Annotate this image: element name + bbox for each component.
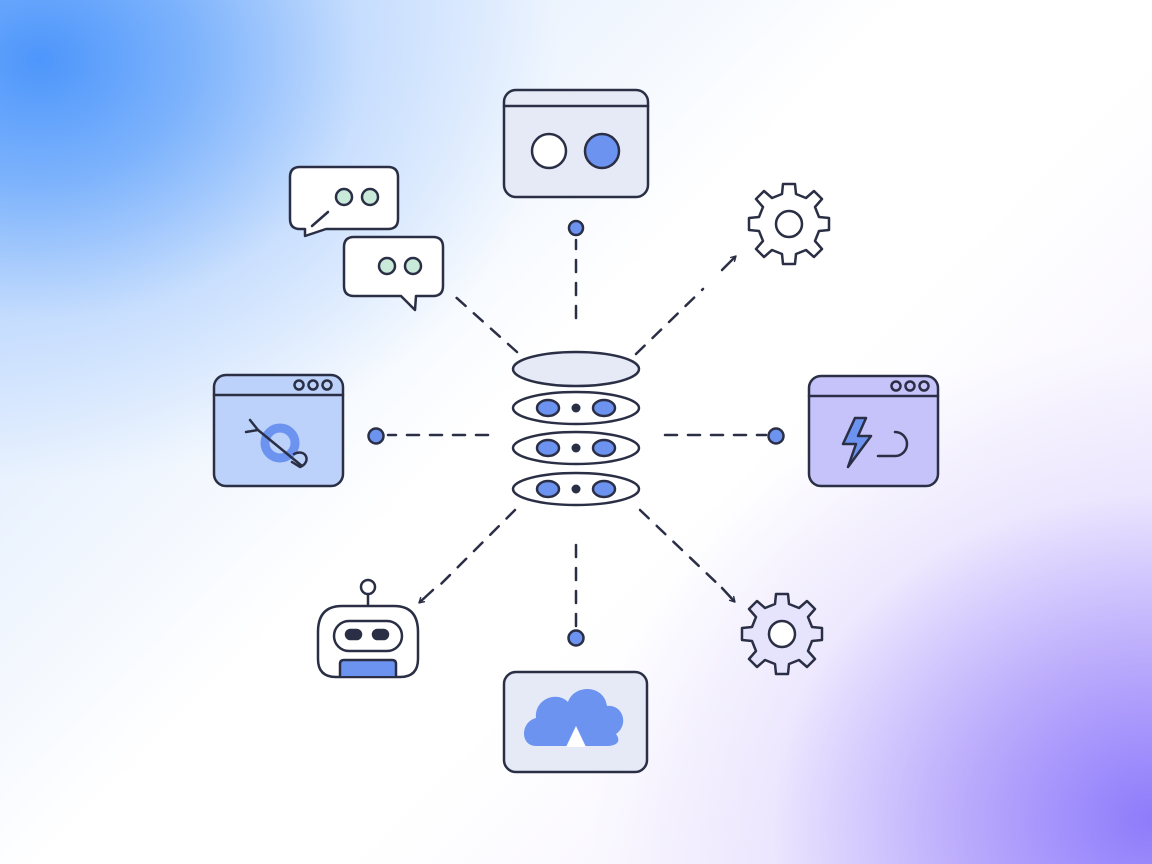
- toggle-off-icon: [530, 132, 568, 170]
- connector-lines: [386, 238, 768, 628]
- chat-bubbles-icon: [288, 165, 445, 312]
- gear-icon: [747, 182, 831, 266]
- endpoint-right: [767, 427, 785, 445]
- robot-face: [332, 619, 404, 653]
- connector-endpoints: [367, 219, 785, 647]
- lightning-window-icon: [807, 374, 940, 488]
- database-stack-icon: [511, 350, 641, 507]
- power-arc-icon: [876, 430, 909, 458]
- robot-body: [338, 658, 398, 678]
- cloud-upload-icon: [502, 670, 649, 774]
- lightning-bolt-icon: [841, 416, 873, 469]
- arrowhead-bottom-right: [720, 586, 736, 603]
- sync-arrow-icon: [244, 418, 304, 468]
- robot-icon: [316, 578, 420, 679]
- connector-top-left: [448, 290, 519, 354]
- connector-bottom-left: [438, 508, 517, 587]
- arrowhead-top-right: [720, 255, 737, 272]
- cloud-shape: [524, 688, 624, 746]
- connector-top-right: [634, 287, 705, 356]
- sync-arrow-icon: [290, 451, 308, 469]
- robot-antenna: [359, 578, 377, 596]
- sync-ring: [260, 423, 300, 463]
- endpoint-top: [567, 219, 585, 237]
- database-layer: [511, 471, 641, 507]
- endpoint-bottom: [567, 629, 585, 647]
- database-layer: [511, 390, 641, 426]
- connector-bottom-right: [638, 508, 724, 590]
- endpoint-left: [367, 427, 385, 445]
- robot-eye-right: [371, 628, 390, 641]
- sync-window-icon: [212, 373, 345, 488]
- chat-bubble-front: [342, 235, 445, 312]
- toggle-window-icon: [502, 88, 650, 199]
- upload-arrow-icon: [566, 726, 586, 747]
- database-layer: [511, 430, 641, 466]
- arrowhead-bottom-left: [418, 588, 435, 604]
- robot-eye-left: [344, 628, 363, 641]
- toggle-on-icon: [583, 132, 621, 170]
- database-lid: [511, 350, 641, 388]
- connector-arrowheads: [418, 255, 737, 604]
- gear-icon: [740, 592, 824, 676]
